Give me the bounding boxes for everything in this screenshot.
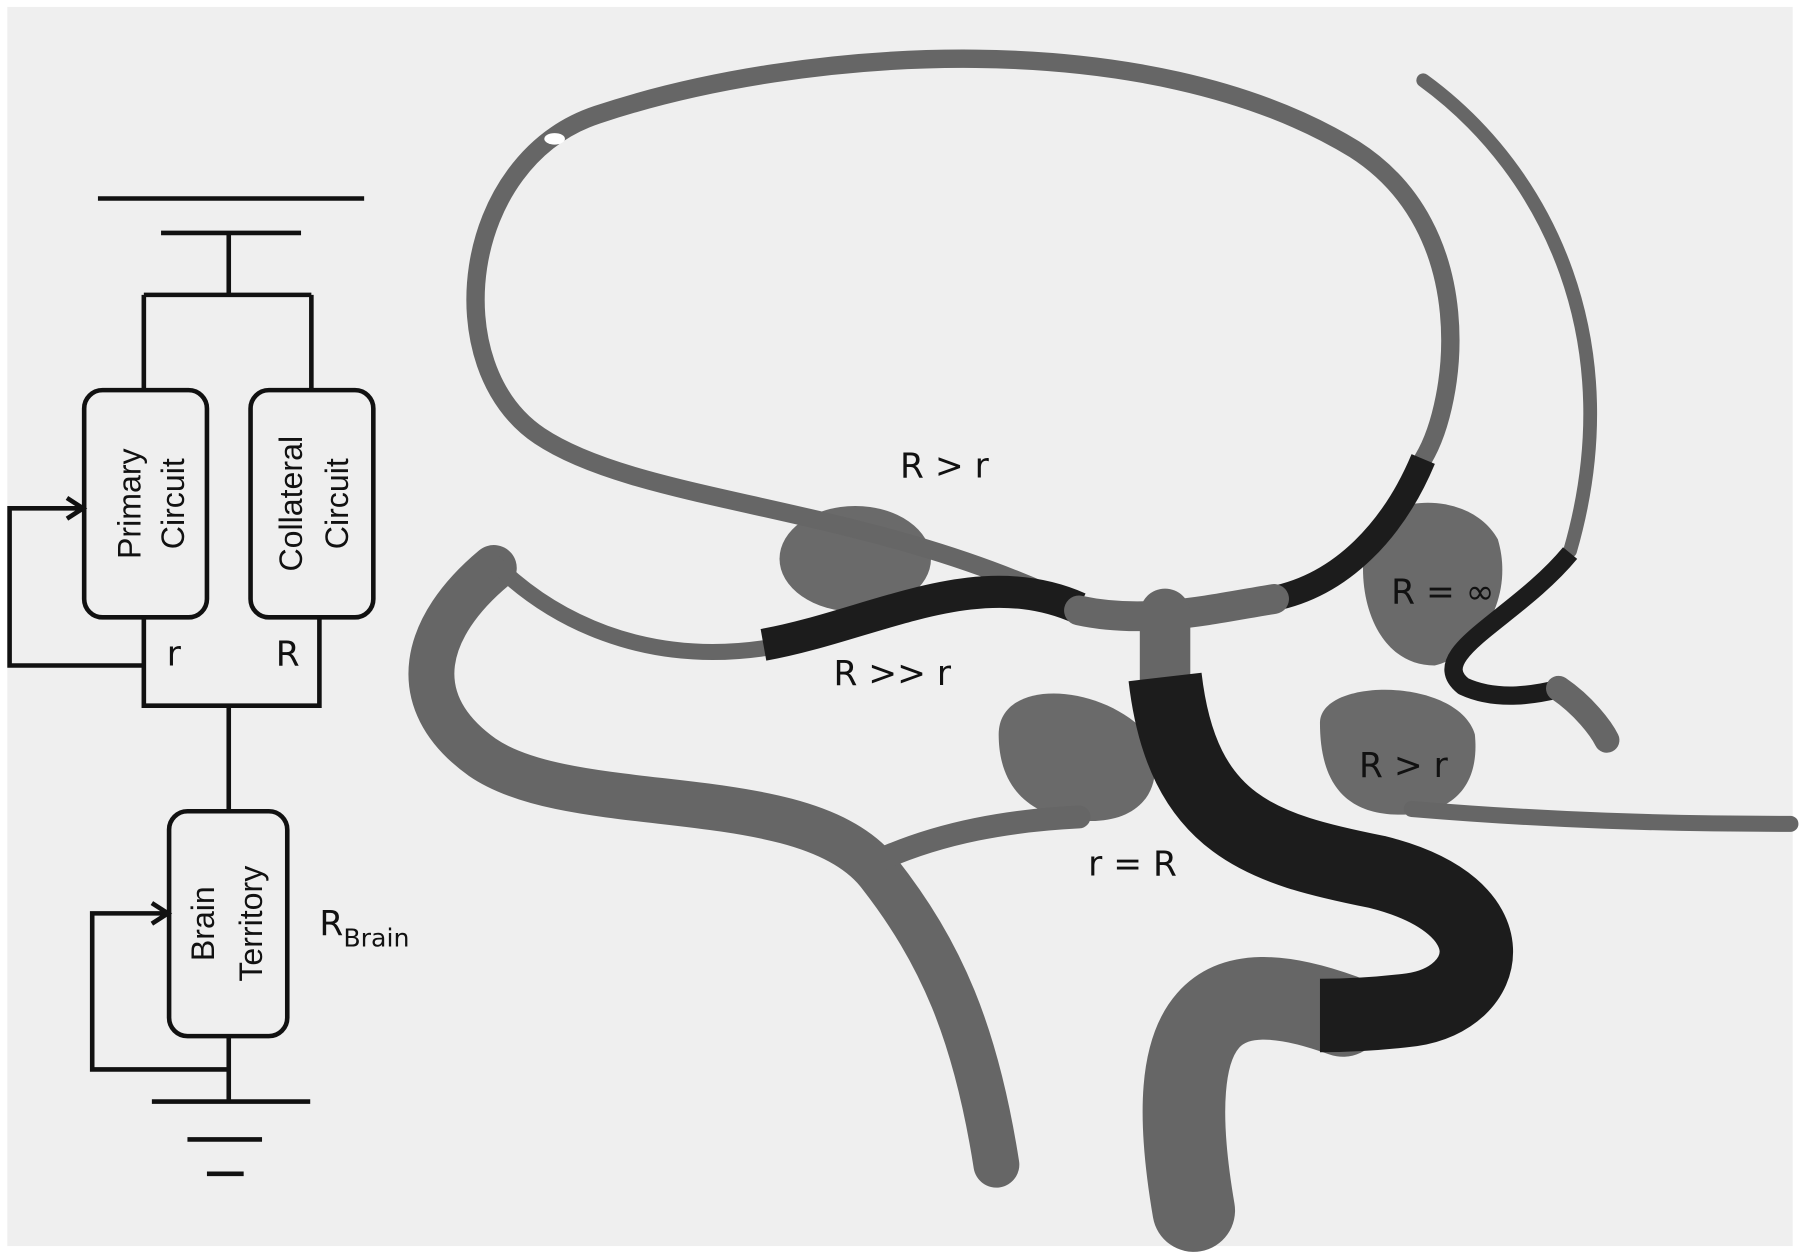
vessel-left-loop <box>408 545 1020 1188</box>
vessel-highlight <box>544 133 565 145</box>
collateral-circuit-label-2: Circuit <box>319 458 355 549</box>
occlusion-right <box>1444 547 1578 705</box>
vessel-bulge-right-upper <box>1362 502 1503 666</box>
brain-feedback-arrow <box>89 901 232 1102</box>
vessel-bulge-right-lower <box>1319 689 1476 815</box>
brain-territory-label-2: Territory <box>233 866 269 982</box>
vessel-upper-arch <box>466 49 1460 618</box>
collateral-circuit-label-1: Collateral <box>273 436 309 572</box>
occlusion-center-s <box>1128 672 1513 1053</box>
primary-circuit-label-1: Primary <box>111 448 147 559</box>
vessel-lower-leg <box>1142 957 1385 1252</box>
vessel-right-thin <box>1403 800 1799 832</box>
label-right-lower: R > r <box>1359 746 1449 786</box>
primary-resistance-label: r <box>167 635 182 675</box>
brain-territory-label-1: Brain <box>185 886 221 961</box>
occlusion-left <box>760 575 1086 661</box>
vessel-bulge-center <box>998 693 1156 822</box>
label-center: r = R <box>1088 844 1177 884</box>
vessel-lower-left <box>485 554 772 660</box>
primary-feedback-arrow <box>7 496 144 668</box>
vessel-left-branch <box>866 805 1091 873</box>
collateral-resistance-label: R <box>276 635 300 675</box>
label-upper: R > r <box>900 446 990 486</box>
bottom-wires <box>141 617 322 812</box>
label-right-upper: R = ∞ <box>1391 573 1494 613</box>
vessel-right-end <box>1546 675 1620 753</box>
vessel-right-curve <box>1416 73 1597 558</box>
circuit-diagram: Primary Circuit Collateral Circuit r R B… <box>7 196 409 1177</box>
occlusion-upper-right <box>1269 454 1435 612</box>
top-wires <box>141 232 314 391</box>
label-left: R >> r <box>833 654 951 694</box>
cerebral-vessels: R > r R >> r R = ∞ R > r r = R <box>408 49 1799 1252</box>
collateral-circuit-box <box>248 387 376 620</box>
brain-resistance-label: RBrain <box>319 904 409 952</box>
primary-circuit-label-2: Circuit <box>155 458 191 549</box>
